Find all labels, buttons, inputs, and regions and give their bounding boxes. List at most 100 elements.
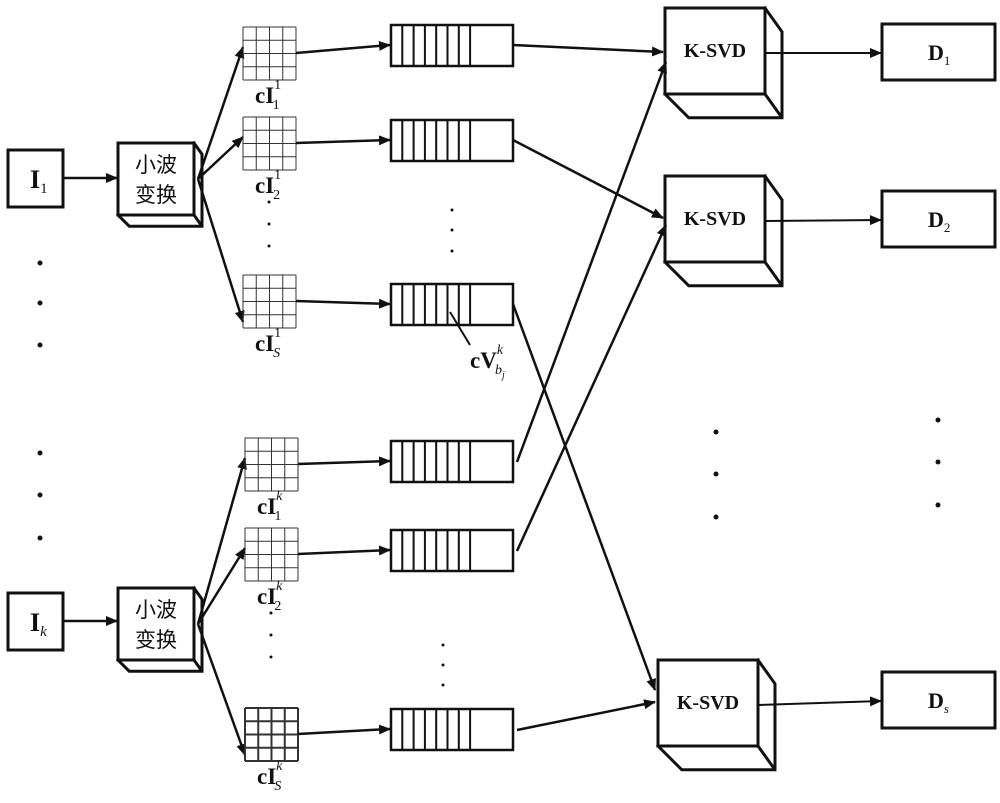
vector-ellipsis <box>450 208 454 253</box>
ellipsis-dot <box>267 222 271 226</box>
k-svd-box-2 <box>655 657 777 772</box>
arrow-to-coefficient <box>197 136 244 180</box>
cube-front <box>116 586 196 662</box>
label-part: cI <box>257 764 276 789</box>
coefficient-grid <box>242 274 297 329</box>
k-svd-box-0 <box>662 5 784 120</box>
input-ellipsis <box>37 260 43 348</box>
vector-outline <box>389 282 515 327</box>
ellipsis-dot <box>37 450 43 456</box>
wavelet-transform-box-0 <box>115 140 204 228</box>
label-part: b <box>495 363 502 378</box>
label-part: D <box>928 207 944 232</box>
ellipsis-dot <box>713 429 719 435</box>
coefficient-vector <box>389 23 515 68</box>
coefficient-grid <box>244 707 299 762</box>
label-part: S <box>274 779 281 794</box>
coefficient-grid <box>244 437 299 492</box>
wavelet-transform-label: 小波 <box>135 153 177 177</box>
label-part: 1 <box>274 509 281 524</box>
arrow-to-coefficient <box>196 623 247 756</box>
label-part: j <box>500 370 505 381</box>
dictionary-ellipsis <box>935 417 941 508</box>
input-label: I1 <box>30 165 48 197</box>
arrow-vector-to-ksvd <box>515 224 668 552</box>
ellipsis-dot <box>37 342 43 348</box>
coefficient-grid <box>242 116 297 171</box>
wavelet-transform-box-1 <box>115 585 204 673</box>
cube-edge <box>756 745 777 771</box>
coefficient-vector <box>389 528 515 573</box>
ellipsis-dot <box>267 244 271 248</box>
arrow-to-coefficient <box>196 547 247 625</box>
k-svd-ellipsis <box>713 429 719 520</box>
wavelet-transform-label: 变换 <box>135 628 177 652</box>
label-part: k <box>276 579 283 594</box>
label-part: 1 <box>273 98 280 113</box>
vector-ellipsis <box>441 643 445 687</box>
ellipsis-dot <box>269 655 273 659</box>
label-part: I <box>30 165 40 194</box>
cube-edge <box>192 659 204 673</box>
ellipsis-dot <box>935 417 941 423</box>
ellipsis-dot <box>267 200 271 204</box>
arrow-vector-to-ksvd <box>516 699 656 732</box>
label-part: k <box>40 624 47 640</box>
arrow-vector-to-ksvd <box>511 303 657 691</box>
coefficient-grid <box>242 26 297 81</box>
dictionary-label: D2 <box>928 207 950 235</box>
input-label: Ik <box>30 608 47 640</box>
ellipsis-dot <box>441 663 445 667</box>
wavelet-transform-label: 小波 <box>135 598 177 622</box>
cube-edge <box>763 261 784 287</box>
coefficient-vector <box>389 282 515 327</box>
vector-outline <box>389 439 515 484</box>
k-svd-label: K-SVD <box>684 208 746 230</box>
k-svd-label: K-SVD <box>677 692 739 714</box>
ellipsis-dot <box>713 514 719 520</box>
arrow-to-coefficient <box>196 457 247 625</box>
coefficient-vector <box>389 118 515 163</box>
cube-front <box>116 141 196 217</box>
label-part: 1 <box>274 168 281 183</box>
label-part: 2 <box>273 188 280 203</box>
label-part: 1 <box>274 78 281 93</box>
label-part: k <box>276 759 283 774</box>
arrow-to-vector <box>297 545 391 556</box>
label-part: I <box>30 608 40 637</box>
label-part: D <box>928 40 944 65</box>
arrow-vector-to-ksvd <box>512 138 664 220</box>
label-part: cV <box>470 348 497 373</box>
dictionary-box-0 <box>880 22 997 82</box>
ellipsis-dot <box>441 643 445 647</box>
ellipsis-dot <box>37 300 43 306</box>
vector-element-pointer <box>449 311 471 346</box>
ellipsis-dot <box>935 502 941 508</box>
dictionary-label: Ds <box>928 688 949 716</box>
label-part: S <box>273 346 280 361</box>
label-part: k <box>276 489 283 504</box>
arrow-to-dictionary <box>757 696 882 707</box>
ellipsis-dot <box>450 228 454 232</box>
k-svd-box-1 <box>662 173 784 288</box>
ellipsis-dot <box>713 471 719 477</box>
label-part: 2 <box>944 220 951 235</box>
k-svd-label: K-SVD <box>684 40 746 62</box>
label-part: 1 <box>40 181 48 197</box>
input-image-box-0 <box>6 148 65 209</box>
arrow-to-vector <box>297 456 391 467</box>
label-part: s <box>944 701 949 716</box>
arrow-to-vector <box>295 135 391 146</box>
label-part: D <box>928 688 944 713</box>
arrow-to-dictionary <box>764 215 882 226</box>
vector-outline <box>389 528 515 573</box>
cube-edge <box>192 214 204 228</box>
label-part: k <box>497 343 504 358</box>
